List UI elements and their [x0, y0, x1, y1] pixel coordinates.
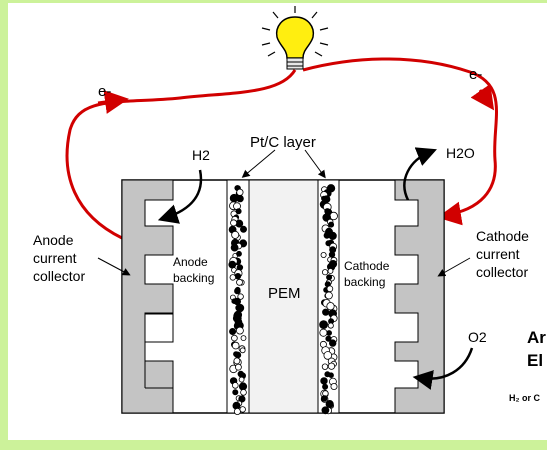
cathode-collector-label-3: collector [476, 264, 528, 280]
anode-collector-label-2: current [33, 250, 77, 266]
catalyst-particle [237, 293, 244, 300]
catalyst-particle [235, 208, 242, 215]
catalyst-particle [319, 320, 329, 330]
catalyst-particle [324, 371, 331, 378]
catalyst-particle [327, 322, 334, 329]
cathode-backing-label-1: Cathode [344, 259, 390, 273]
cathode-backing-label-2: backing [344, 275, 385, 289]
light-bulb-icon [261, 6, 329, 70]
catalyst-particle [239, 347, 246, 354]
catalyst-particle [236, 250, 242, 257]
catalyst-particle [229, 274, 236, 281]
catalyst-particle [326, 274, 333, 281]
hydrogen-label: H2 [192, 147, 210, 163]
catalyst-particle [329, 211, 338, 221]
cropped-title-line-1: Ar [527, 328, 546, 347]
electron-label-right: e- [469, 66, 482, 83]
cathode-current-collector [394, 179, 445, 414]
cropped-title-line-2: El [527, 351, 543, 370]
catalyst-particle [238, 395, 246, 403]
anode-backing-label-1: Anode [173, 255, 208, 269]
catalyst-particle [327, 362, 336, 370]
anode-collector-label-3: collector [33, 268, 85, 284]
catalyst-particle [320, 377, 328, 385]
catalyst-particle [327, 268, 334, 274]
cathode-collector-pointer [437, 257, 471, 277]
anode-collector-label-1: Anode [33, 232, 74, 248]
catalyst-particle [235, 326, 244, 335]
electron-flow-arrow-left [97, 90, 129, 114]
catalyst-particle [236, 188, 244, 196]
cropped-subtitle: H₂ or C [509, 393, 540, 403]
catalyst-particle [322, 383, 329, 390]
catalyst-particle [320, 251, 327, 258]
catalyst-particle [239, 406, 246, 413]
catalyst-particle [234, 363, 242, 371]
catalyst-particle [328, 221, 335, 228]
catalyst-particle [231, 334, 238, 342]
catalyst-particle [319, 328, 328, 337]
catalyst-particle [239, 225, 247, 233]
catalyst-particle [232, 389, 239, 396]
catalyst-particle [231, 230, 240, 239]
catalyst-particle [238, 382, 248, 391]
catalyst-particle [238, 376, 245, 383]
cathode-catalyst-particles [319, 184, 338, 415]
catalyst-particle [326, 285, 334, 293]
catalyst-particle [233, 351, 239, 358]
catalyst-particle [322, 308, 330, 316]
catalyst-particle [231, 341, 240, 350]
catalyst-particle [232, 382, 239, 389]
catalyst-particle [321, 269, 329, 276]
anode-collector-pointer [97, 257, 131, 276]
oxygen-label: O2 [468, 329, 487, 345]
catalyst-particle [235, 303, 245, 313]
catalyst-particle [233, 357, 241, 365]
catalyst-particle [324, 208, 331, 215]
catalyst-particle [234, 273, 242, 280]
ptc-layer-label: Pt/C layer [250, 134, 316, 151]
catalyst-particle [229, 327, 237, 335]
catalyst-particle [234, 287, 241, 295]
catalyst-particle [330, 382, 338, 390]
catalyst-particle [230, 219, 238, 227]
catalyst-particle [232, 313, 242, 323]
ptc-pointer-left [241, 149, 276, 178]
external-circuit-wire [65, 57, 499, 240]
catalyst-particle [228, 260, 237, 269]
cathode-collector-label-2: current [476, 246, 520, 262]
catalyst-particle [230, 243, 239, 252]
electron-flow-arrow-right [470, 83, 495, 111]
pem-membrane [248, 179, 319, 414]
catalyst-particle [328, 231, 337, 240]
catalyst-particle [325, 399, 334, 409]
pem-label: PEM [268, 285, 301, 302]
cathode-collector-label-1: Cathode [476, 228, 529, 244]
catalyst-particle [325, 240, 332, 247]
catalyst-particle [324, 291, 333, 300]
catalyst-particle [328, 251, 336, 258]
electron-flow-arrow-cathode [437, 201, 463, 226]
electron-label-left: e- [98, 83, 111, 100]
oxygen-flow-arrow [412, 347, 474, 390]
catalyst-particle [240, 335, 247, 342]
water-flow-arrow [403, 147, 437, 201]
catalyst-particle [326, 302, 335, 311]
catalyst-particle [321, 363, 329, 370]
catalyst-particle [229, 193, 239, 203]
anode-backing-label-2: backing [173, 271, 214, 285]
anode-catalyst-particles [228, 185, 248, 415]
water-label: H2O [446, 145, 475, 161]
hydrogen-flow-arrow [157, 169, 203, 224]
catalyst-particle [329, 339, 337, 347]
ptc-pointer-right [304, 149, 326, 179]
catalyst-particle [236, 278, 243, 286]
catalyst-particle [323, 351, 333, 360]
catalyst-particle [321, 395, 328, 402]
catalyst-particle [321, 406, 330, 415]
catalyst-particle [240, 389, 247, 396]
